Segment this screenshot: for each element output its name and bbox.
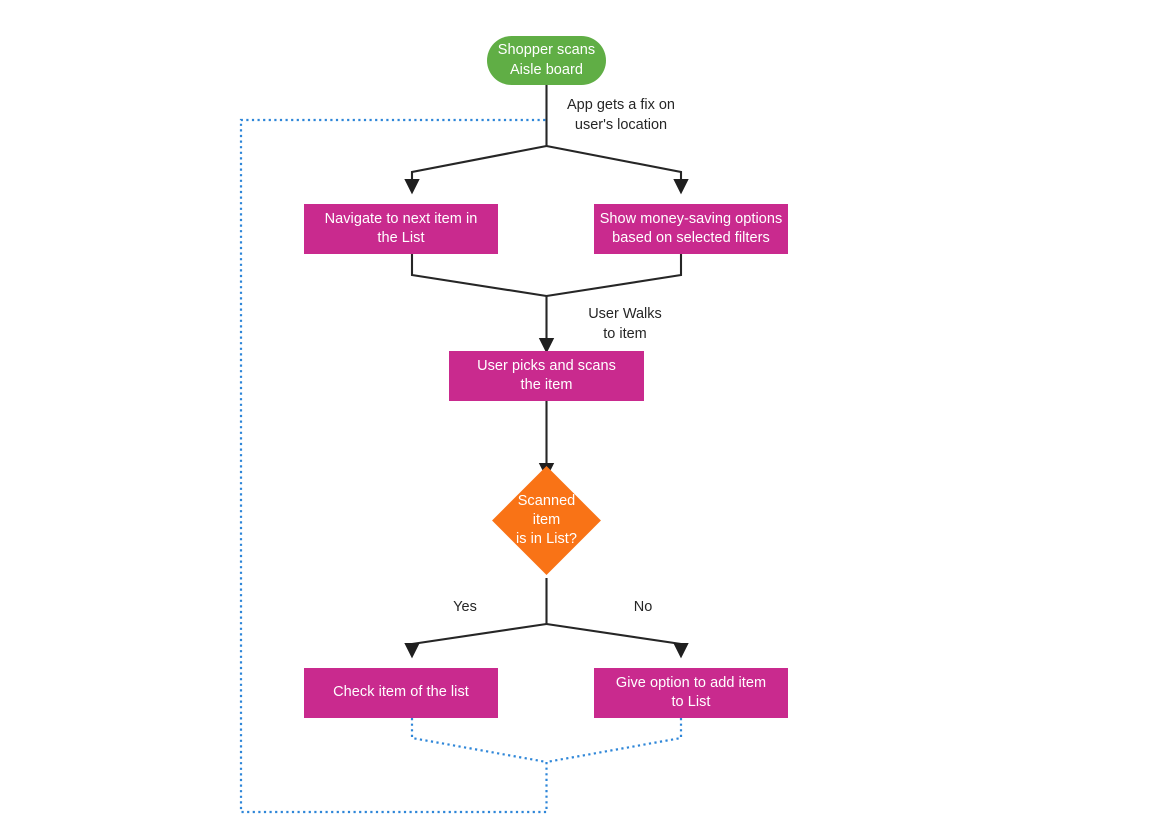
edge-label-app-gets-fix: App gets a fix on user's location [566, 97, 675, 133]
feedback-edge-return-to-start [239, 118, 548, 814]
edge-no-to-add-item [546, 622, 689, 659]
node-give-option-to-add-item[interactable]: Give option to add item to List [594, 668, 788, 718]
edge-navigate-to-merge [410, 254, 547, 298]
edge-money-saving-to-merge [546, 254, 683, 298]
node-user-picks-and-scans-item[interactable]: User picks and scans the item [449, 351, 644, 401]
node-navigate-to-next-item[interactable]: Navigate to next item in the List [304, 204, 498, 254]
edge-yes-to-check-item [404, 622, 547, 659]
edge-label-no: No [633, 599, 653, 615]
edge-split-to-money-saving [546, 144, 689, 195]
edge-label-yes: Yes [453, 599, 477, 615]
edge-split-to-navigate [404, 144, 547, 195]
feedback-edge-add-item [546, 718, 683, 764]
feedback-edge-check-item [410, 718, 547, 764]
node-show-money-saving-options[interactable]: Show money-saving options based on selec… [594, 204, 788, 254]
node-shopper-scans-aisle-board[interactable]: Shopper scans Aisle board [487, 36, 606, 85]
node-check-item-of-the-list[interactable]: Check item of the list [304, 668, 498, 718]
edge-label-user-walks-to-item: User Walks to item [588, 306, 662, 342]
decision-label: Scanned item is in List? [516, 492, 577, 548]
node-scanned-item-is-in-list[interactable]: Scanned item is in List? [492, 466, 601, 575]
